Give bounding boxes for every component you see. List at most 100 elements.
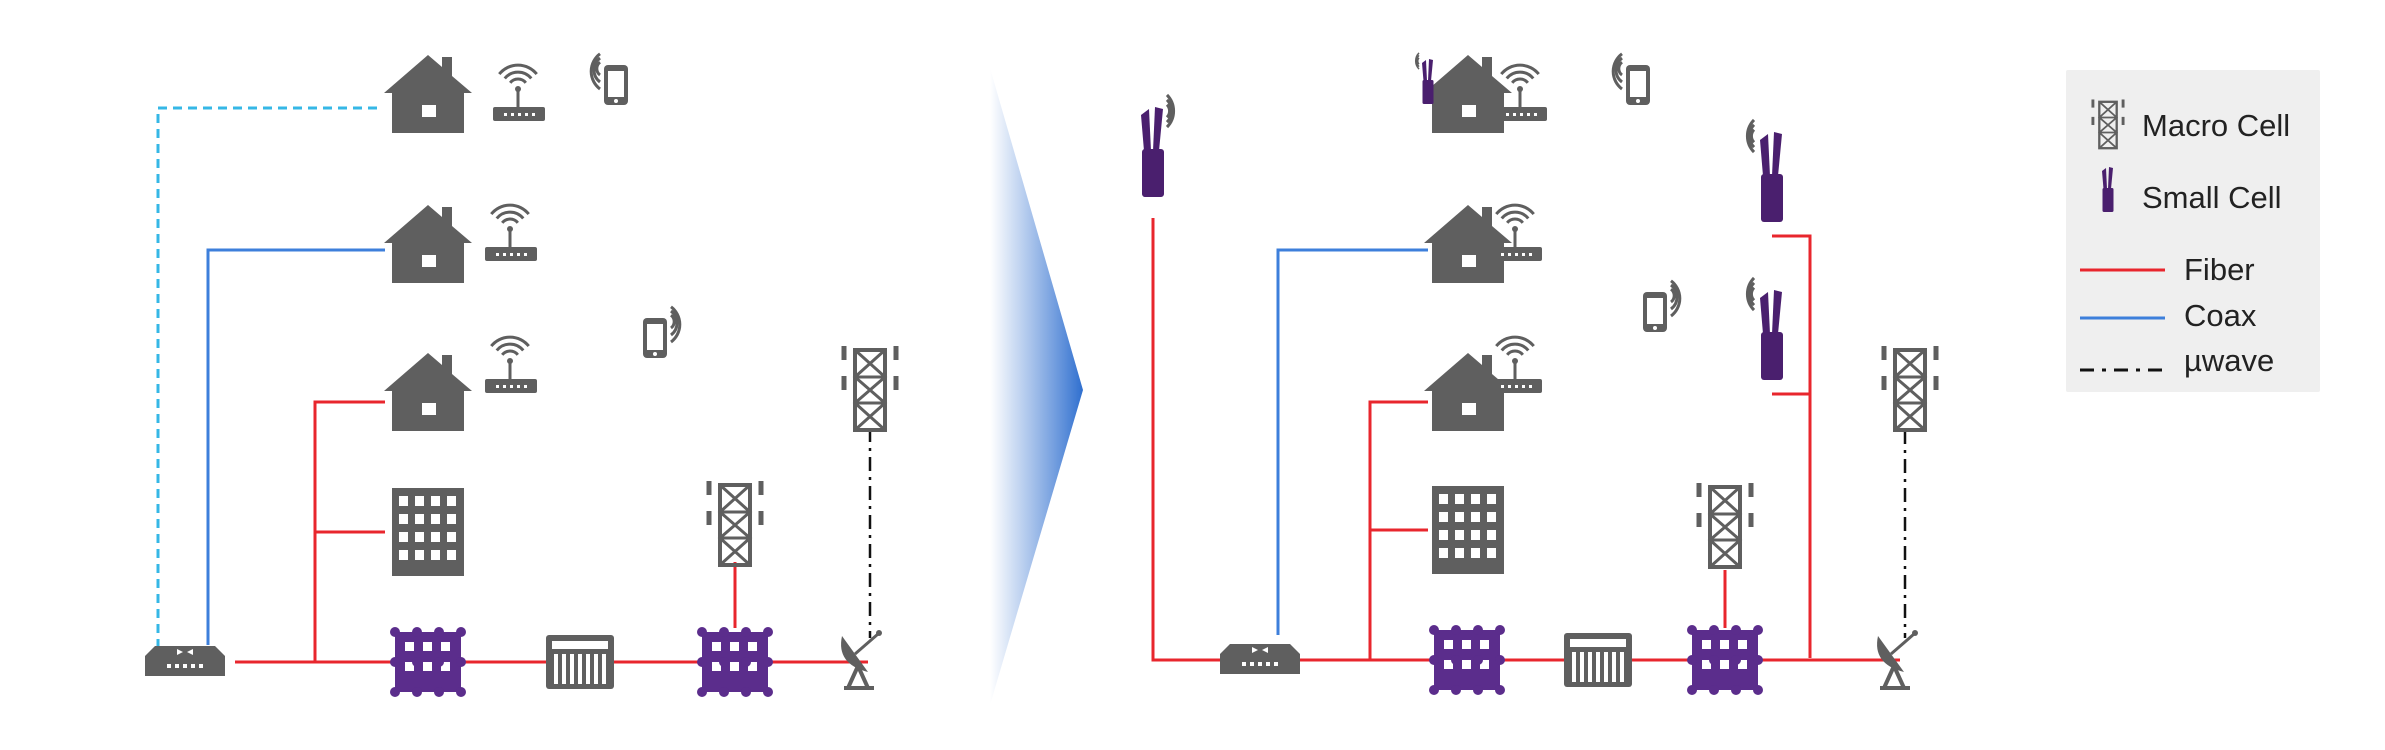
router-port	[730, 662, 739, 671]
wifi-arc	[1500, 342, 1530, 352]
wifi-arc	[498, 63, 538, 76]
phone-button	[614, 99, 618, 103]
tower-frame	[853, 348, 887, 432]
building-window	[1487, 530, 1496, 540]
house-window	[1462, 255, 1476, 267]
router-port	[1444, 660, 1453, 669]
router-led	[510, 253, 513, 256]
router-node	[1709, 655, 1719, 665]
olt-card-slot	[562, 654, 566, 684]
router-port	[1480, 640, 1489, 649]
macro-cell-tower-icon	[1696, 483, 1754, 569]
router-node	[412, 687, 422, 697]
router-port	[405, 642, 414, 651]
signal-arc	[1670, 279, 1682, 318]
router-node	[456, 687, 466, 697]
legend-label-fiber: Fiber	[2184, 252, 2255, 287]
router-node	[697, 657, 707, 667]
signal-arc	[1670, 283, 1679, 311]
dish-lnb	[876, 630, 882, 636]
legend-label-macro-cell: Macro Cell	[2142, 108, 2290, 143]
olt-card-slot	[1580, 652, 1584, 682]
legend-background	[2066, 70, 2320, 392]
router-node	[1495, 685, 1505, 695]
signal-arc	[1746, 276, 1756, 312]
signal-arc	[1747, 123, 1756, 149]
office-building-icon	[1432, 486, 1504, 574]
wifi-arc	[490, 335, 530, 348]
left-icons	[145, 52, 899, 697]
tower-antenna	[893, 346, 899, 360]
signal-arc	[1416, 57, 1420, 65]
router-led	[496, 385, 499, 388]
router-node	[1709, 625, 1719, 635]
tower-lattice	[717, 483, 753, 567]
building-window	[431, 514, 440, 524]
olt-card-slot	[1596, 652, 1600, 682]
fiber-to-small-cell	[1151, 218, 1222, 662]
router-node	[1687, 625, 1697, 635]
router-led	[517, 385, 520, 388]
headend-body	[1220, 644, 1300, 674]
olt-card-slot	[578, 654, 582, 684]
olt-card-slot	[1604, 652, 1608, 682]
olt-chassis-icon	[546, 635, 614, 689]
building-window	[1455, 512, 1464, 522]
phone-screen	[608, 71, 624, 97]
router-led	[1515, 385, 1518, 388]
signal-arc	[1165, 93, 1175, 129]
headend-arrows	[1252, 647, 1268, 653]
dish-lnb	[1912, 630, 1918, 636]
small-cell-body	[1142, 149, 1164, 197]
wifi-arc	[1506, 349, 1524, 356]
signal-arc	[1749, 128, 1756, 144]
router-node	[456, 627, 466, 637]
wifi-arc	[1511, 77, 1529, 84]
router-led	[1522, 253, 1525, 256]
small-cell-body	[2102, 188, 2114, 212]
dish-stand	[844, 665, 874, 690]
router-node	[434, 657, 444, 667]
router-port	[405, 662, 414, 671]
signal-arc	[670, 309, 679, 337]
router-port	[1702, 640, 1711, 649]
router-led	[1529, 385, 1532, 388]
headend-led	[1266, 662, 1270, 666]
wifi-arc	[503, 70, 533, 80]
phone-signal-icon	[643, 305, 682, 358]
tower-frame	[718, 483, 752, 567]
router-led	[1522, 385, 1525, 388]
headend-led	[1274, 662, 1278, 666]
olt-display	[552, 641, 608, 649]
router-port	[748, 662, 757, 671]
router-node	[1709, 685, 1719, 695]
office-building-icon	[392, 488, 464, 576]
tower-antenna	[1748, 513, 1754, 527]
cable-headend-icon	[145, 646, 225, 676]
router-node	[1753, 685, 1763, 695]
router-node	[1495, 655, 1505, 665]
wifi-arc	[1500, 63, 1540, 76]
building-window	[1487, 548, 1496, 558]
macro-cell-tower-icon	[706, 481, 764, 567]
tower-antenna	[1933, 346, 1939, 360]
wifi-arc	[1495, 335, 1535, 348]
signal-arc	[1617, 61, 1624, 77]
fiber-branch	[313, 400, 385, 662]
router-node	[1473, 625, 1483, 635]
router-node	[763, 687, 773, 697]
headend-led	[1242, 662, 1246, 666]
small-cell-antenna	[1153, 107, 1163, 151]
signal-arc	[669, 314, 676, 330]
small-cell-antenna	[1760, 292, 1770, 334]
tower-antenna	[1696, 483, 1702, 497]
wifi-arc	[1495, 203, 1535, 216]
wifi-dot	[515, 86, 521, 92]
aggregation-router-icon	[1687, 625, 1763, 695]
building-window	[1439, 530, 1448, 540]
headend-led	[199, 664, 203, 668]
olt-card-slot	[570, 654, 574, 684]
signal-arc	[1415, 54, 1420, 68]
router-node	[763, 627, 773, 637]
transition-arrow	[990, 68, 1083, 705]
